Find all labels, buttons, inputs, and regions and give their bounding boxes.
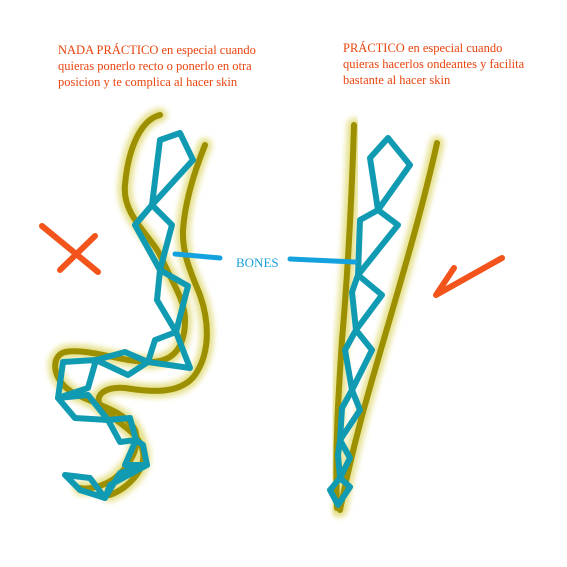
right-mesh-outline <box>329 118 444 517</box>
cross-icon <box>39 223 101 275</box>
note-line: bastante al hacer skin <box>343 73 451 87</box>
bones-connector-right <box>287 256 358 265</box>
check-icon <box>433 255 505 298</box>
bone <box>62 472 108 501</box>
note-line: quieras hacerlos ondeantes y facilita <box>343 57 525 71</box>
left-bone-chain <box>55 130 196 501</box>
bone <box>349 272 385 333</box>
bone <box>367 135 413 213</box>
note-line: quieras ponerlo recto o ponerlo en otra <box>58 59 252 73</box>
bones-label: BONES <box>236 255 279 270</box>
note-line: NADA PRÁCTICO en especial cuando <box>58 43 256 57</box>
note-line: PRÁCTICO en especial cuando <box>343 41 503 55</box>
left-note: NADA PRÁCTICO en especial cuando quieras… <box>58 42 256 90</box>
right-bone-chain <box>327 135 413 508</box>
note-line: posicion y te complica al hacer skin <box>58 75 238 89</box>
bone <box>149 130 196 208</box>
bones-connector-left <box>172 251 223 261</box>
bone <box>355 207 401 278</box>
right-note: PRÁCTICO en especial cuando quieras hace… <box>343 40 524 88</box>
bone <box>327 475 353 508</box>
